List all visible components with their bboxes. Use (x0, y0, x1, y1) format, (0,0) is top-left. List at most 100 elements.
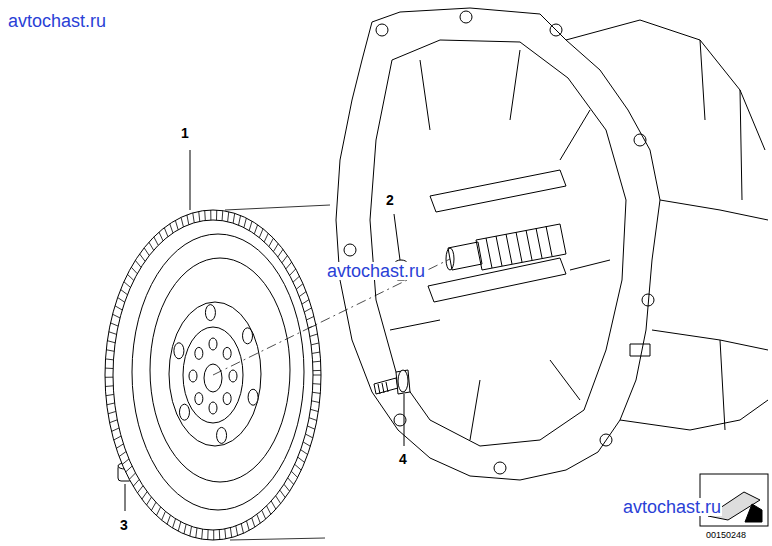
bolt-hole (229, 370, 237, 382)
ring-gear-tooth (295, 464, 302, 470)
bolt-hole (223, 393, 231, 405)
bolt-hole (189, 370, 197, 382)
bolt-hole (195, 347, 203, 359)
ring-gear-tooth (298, 457, 305, 462)
ring-gear-tooth (254, 225, 257, 234)
ring-gear-tooth (181, 217, 183, 227)
ring-gear-tooth (303, 442, 310, 446)
ring-gear-tooth (244, 218, 246, 228)
ring-gear-tooth (151, 502, 156, 510)
ring-gear-tooth (193, 213, 194, 223)
ring-gear-tooth (249, 221, 252, 230)
ring-gear-tooth (312, 352, 320, 353)
mount-hole (248, 389, 258, 405)
ring-gear-tooth (204, 210, 206, 220)
ring-gear-tooth (207, 530, 208, 540)
ring-gear-tooth (233, 213, 235, 223)
ring-gear-tooth (271, 501, 276, 509)
ring-gear-tooth (154, 237, 158, 245)
ring-gear-tooth (199, 211, 200, 221)
ring-gear-tooth (228, 212, 229, 222)
ring-gear-tooth (296, 284, 303, 290)
mount-hole (205, 305, 215, 321)
ring-gear-tooth (142, 492, 147, 500)
ring-gear-tooth (313, 361, 321, 363)
ring-gear-tooth (187, 215, 189, 225)
ring-gear-tooth (164, 228, 168, 237)
ring-gear-tooth (236, 526, 238, 536)
watermark: avtochast.ru (622, 498, 722, 516)
bolt-hole (209, 402, 217, 414)
ring-gear-tooth (224, 529, 226, 539)
ring-gear-tooth (259, 229, 263, 238)
ring-gear-tooth (107, 403, 115, 405)
watermark: avtochast.ru (326, 262, 426, 280)
ring-gear-tooth (126, 466, 132, 472)
ring-gear-tooth (175, 220, 178, 229)
flywheel-bolt (374, 370, 410, 394)
ring-gear-tooth (173, 519, 176, 528)
watermark: avtochast.ru (8, 12, 106, 30)
ring-gear-tooth (252, 518, 255, 527)
ring-gear-tooth (230, 528, 231, 538)
ring-gear-tooth (262, 510, 266, 519)
ring-gear-tooth (135, 260, 141, 267)
ring-gear-tooth (247, 521, 250, 530)
ring-gear-tooth (105, 377, 113, 378)
ring-gear-tooth (210, 210, 211, 220)
ring-gear-tooth (312, 401, 320, 403)
ring-gear-tooth (107, 341, 115, 343)
ring-gear-tooth (196, 528, 197, 538)
ring-gear-tooth (267, 506, 271, 514)
ring-gear-tooth (124, 282, 131, 288)
ring-gear-tooth (313, 383, 321, 385)
ring-gear-tooth (149, 242, 154, 250)
ring-gear-tooth (280, 490, 285, 497)
ring-gear-tooth (313, 375, 321, 376)
ring-gear-tooth (159, 232, 163, 241)
ring-gear-tooth (109, 332, 117, 335)
ring-gear-tooth (269, 238, 273, 246)
callout-number: 2 (386, 193, 394, 207)
ring-gear-tooth (311, 343, 319, 345)
ring-gear-tooth (291, 471, 297, 477)
ring-gear-tooth (273, 244, 278, 252)
bolt-hole (195, 393, 203, 405)
ring-gear-tooth (222, 211, 224, 221)
ring-gear-tooth (276, 496, 281, 504)
ring-gear-tooth (301, 450, 308, 455)
ring-gear-tooth (219, 530, 221, 540)
ring-gear-tooth (108, 411, 116, 413)
bellhousing (336, 8, 768, 480)
mount-hole (179, 404, 189, 420)
ring-gear-tooth (121, 290, 128, 295)
ring-gear-tooth (288, 478, 294, 485)
ring-gear-tooth (282, 256, 288, 263)
callout-number: 3 (120, 518, 128, 532)
ring-gear-tooth (119, 452, 126, 457)
ring-gear-tooth (264, 233, 268, 242)
ring-gear-tooth (114, 436, 121, 440)
ring-gear-tooth (156, 507, 160, 516)
ring-gear-tooth (106, 350, 114, 352)
ring-gear-tooth (144, 248, 149, 256)
ring-gear-tooth (137, 486, 143, 493)
ring-gear-tooth (312, 392, 320, 393)
ring-gear-tooth (110, 420, 118, 423)
ring-gear-tooth (167, 515, 170, 524)
mount-hole (217, 427, 227, 443)
ring-gear-tooth (118, 298, 125, 303)
ring-gear-tooth (184, 524, 186, 534)
ring-gear-tooth (213, 530, 214, 540)
callout-number: 4 (399, 452, 407, 466)
ring-gear-tooth (293, 276, 299, 282)
ring-gear-tooth (311, 409, 319, 411)
ring-gear-tooth (216, 210, 217, 220)
ring-gear-tooth (131, 267, 137, 274)
ring-gear-tooth (302, 300, 309, 305)
ring-gear-tooth (313, 370, 321, 371)
ring-gear-tooth (105, 368, 113, 369)
ring-gear-tooth (241, 524, 243, 534)
ring-gear-tooth (178, 522, 181, 531)
